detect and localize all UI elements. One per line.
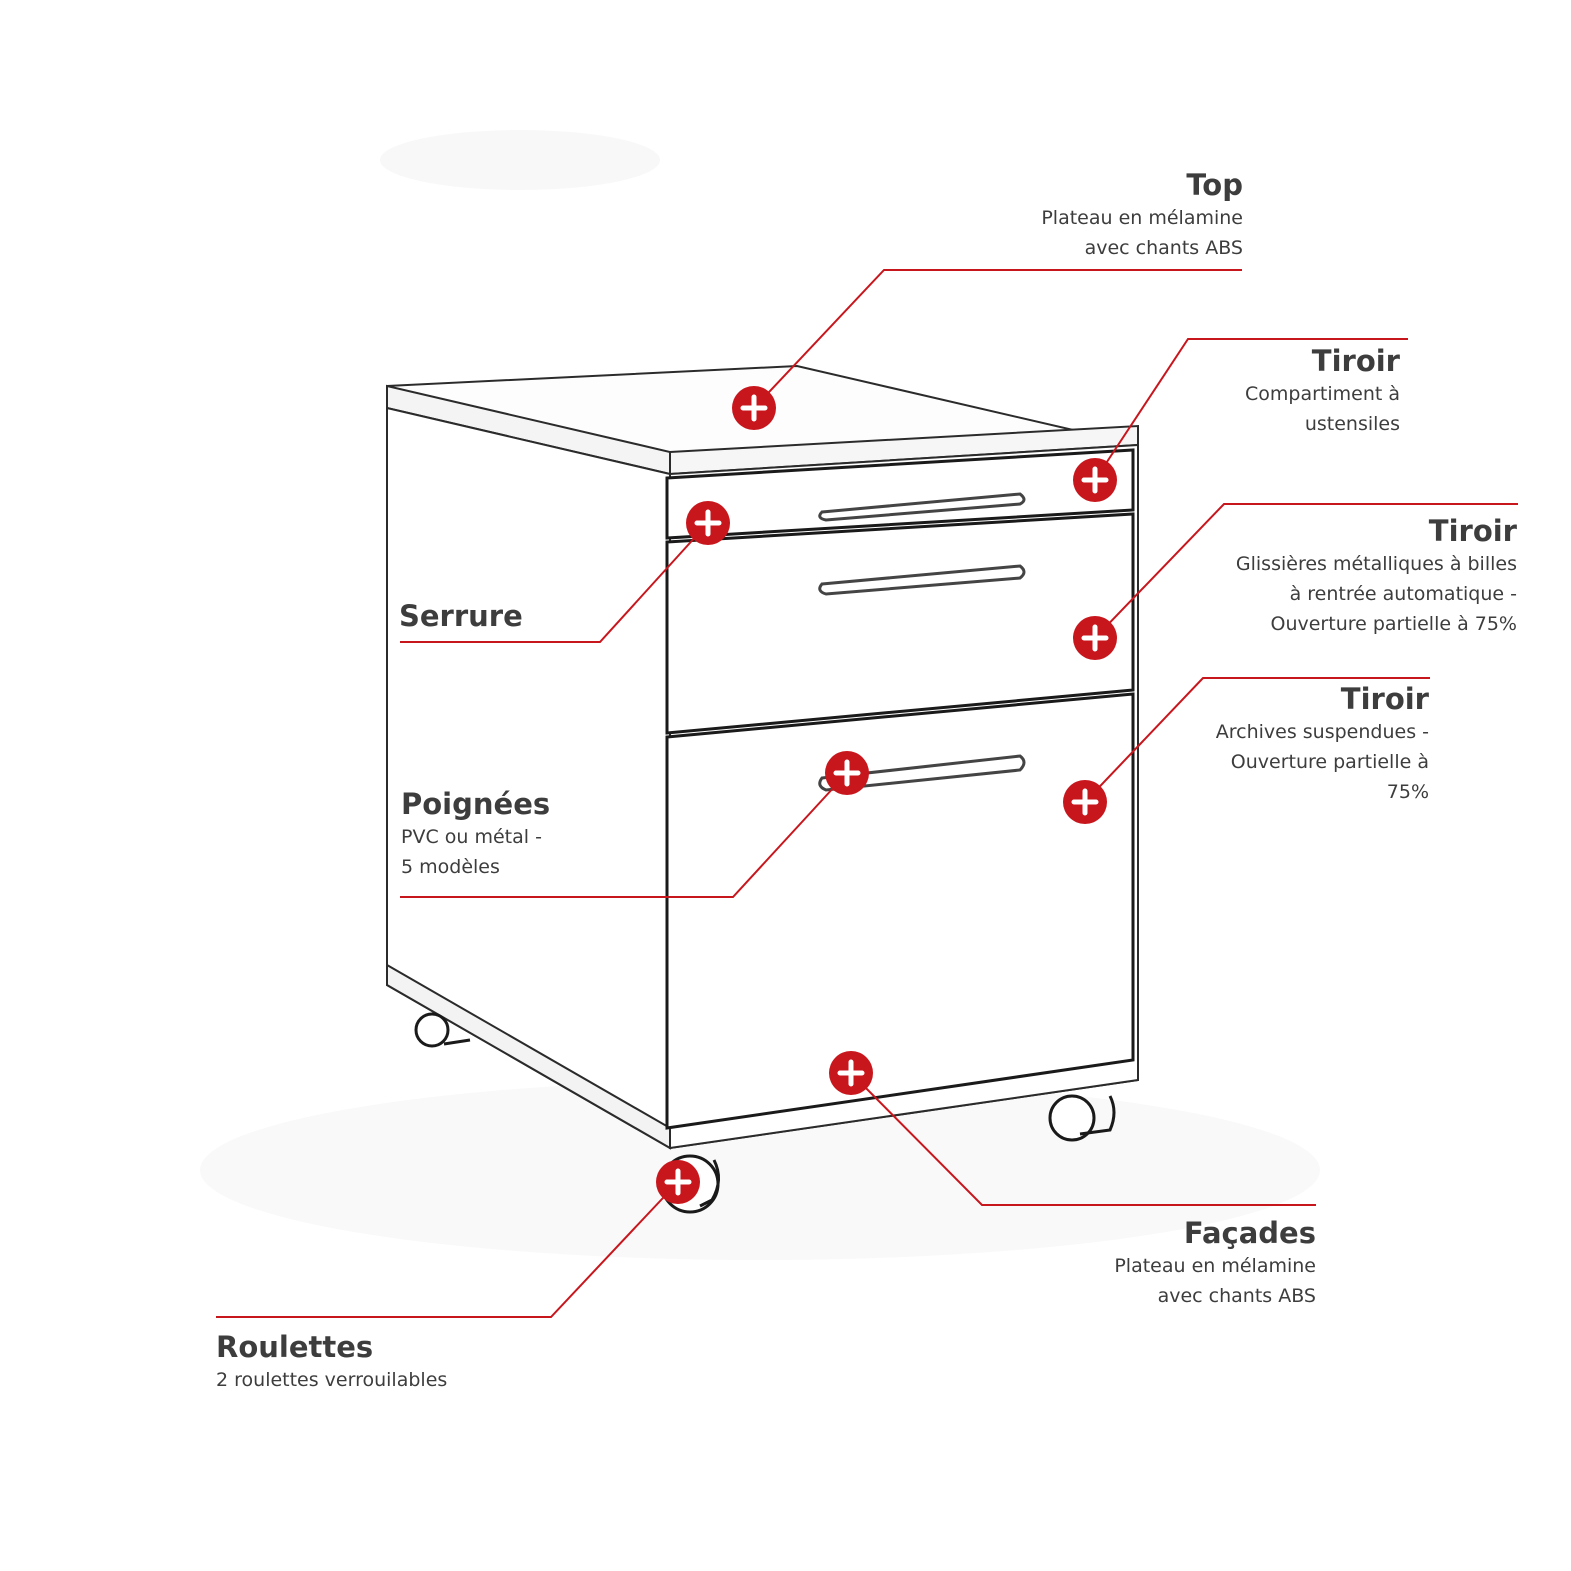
- callout-title: Tiroir: [1311, 344, 1400, 378]
- plus-icon: [1071, 788, 1099, 816]
- plus-icon: [664, 1168, 692, 1196]
- callout-tiroir-ustensiles: Tiroir Compartiment à ustensiles: [1245, 343, 1400, 439]
- hotspot-roulettes[interactable]: [656, 1160, 700, 1204]
- hotspot-poignees[interactable]: [825, 751, 869, 795]
- callout-title: Roulettes: [216, 1330, 374, 1364]
- hotspot-serrure[interactable]: [686, 501, 730, 545]
- callout-poignees: Poignées PVC ou métal - 5 modèles: [401, 786, 550, 882]
- plus-icon: [837, 1059, 865, 1087]
- callout-title: Tiroir: [1428, 514, 1517, 548]
- hotspot-top[interactable]: [732, 386, 776, 430]
- callout-description: Archives suspendues - Ouverture partiell…: [1215, 721, 1429, 803]
- plus-icon: [833, 759, 861, 787]
- callout-title: Poignées: [401, 787, 551, 821]
- callout-title: Top: [1186, 168, 1243, 202]
- callout-title: Tiroir: [1340, 682, 1429, 716]
- callout-roulettes: Roulettes 2 roulettes verrouilables: [216, 1329, 447, 1395]
- callout-facades: Façades Plateau en mélamine avec chants …: [1114, 1215, 1316, 1311]
- plus-icon: [694, 509, 722, 537]
- hotspot-tiroir-2[interactable]: [1073, 616, 1117, 660]
- hotspot-tiroir-3[interactable]: [1063, 780, 1107, 824]
- callout-serrure: Serrure: [399, 598, 523, 634]
- leader-poignees: [400, 772, 848, 898]
- leader-lines: [216, 269, 1518, 1318]
- leader-roulettes: [216, 1181, 679, 1318]
- leader-tiroir-2: [1094, 503, 1518, 639]
- leader-tiroir-1: [1094, 338, 1408, 481]
- drawer-fronts: [665, 448, 1135, 1130]
- callout-description: Plateau en mélamine avec chants ABS: [1041, 207, 1243, 259]
- leader-serrure: [400, 522, 709, 643]
- callout-top: Top Plateau en mélamine avec chants ABS: [1041, 167, 1243, 263]
- callout-tiroir-archives: Tiroir Archives suspendues - Ouverture p…: [1216, 681, 1429, 807]
- callout-description: Compartiment à ustensiles: [1244, 383, 1400, 435]
- leader-tiroir-3: [1084, 677, 1430, 803]
- drawer-handles: [818, 492, 1026, 792]
- callout-title: Façades: [1183, 1216, 1316, 1250]
- callout-description: PVC ou métal - 5 modèles: [401, 826, 542, 878]
- hotspot-tiroir-1[interactable]: [1073, 458, 1117, 502]
- leader-top: [753, 269, 1242, 409]
- plus-icon: [1081, 466, 1109, 494]
- callout-tiroir-glissieres: Tiroir Glissières métalliques à billes à…: [1236, 513, 1517, 639]
- plus-icon: [1081, 624, 1109, 652]
- callout-title: Serrure: [399, 599, 523, 633]
- hotspot-facades[interactable]: [829, 1051, 873, 1095]
- plus-icon: [740, 394, 768, 422]
- leader-facades: [850, 1072, 1316, 1206]
- callout-description: Plateau en mélamine avec chants ABS: [1114, 1255, 1316, 1307]
- callout-description: Glissières métalliques à billes à rentré…: [1235, 553, 1517, 635]
- callout-description: 2 roulettes verrouilables: [216, 1369, 448, 1391]
